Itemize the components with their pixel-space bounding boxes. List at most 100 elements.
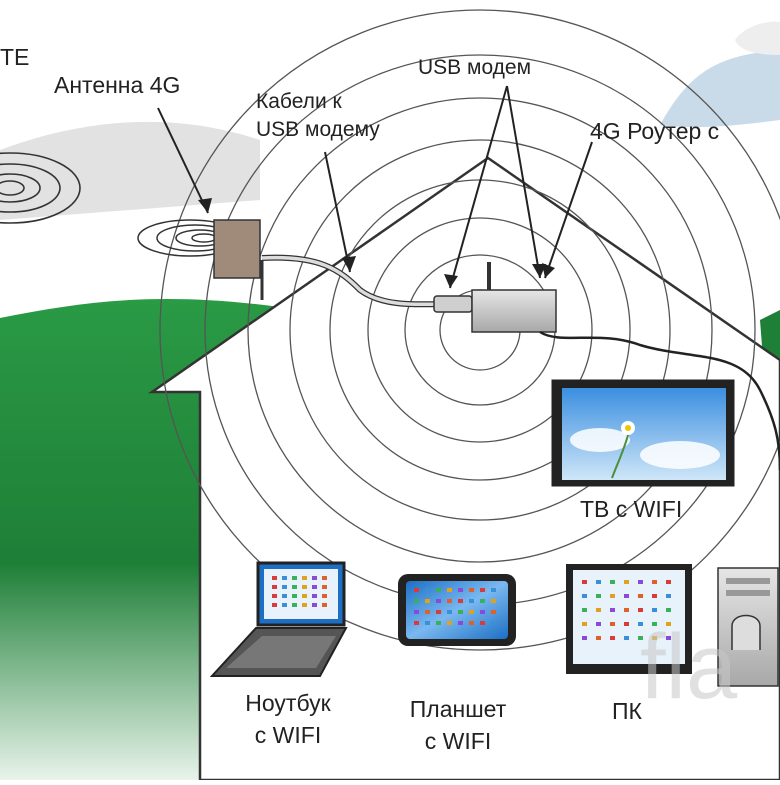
antenna-4g bbox=[137, 219, 264, 300]
usb-modem bbox=[433, 295, 473, 313]
app-icon bbox=[322, 594, 327, 598]
app-icon bbox=[302, 576, 307, 580]
app-icon bbox=[610, 636, 615, 640]
app-icon bbox=[596, 594, 601, 598]
app-icon bbox=[652, 580, 657, 584]
leader-lines bbox=[157, 85, 593, 289]
app-icon bbox=[610, 594, 615, 598]
app-icon bbox=[425, 621, 430, 625]
app-icon bbox=[414, 610, 419, 614]
app-icon bbox=[638, 608, 643, 612]
app-icon bbox=[624, 580, 629, 584]
app-icon bbox=[582, 636, 587, 640]
app-icon bbox=[302, 603, 307, 607]
app-icon bbox=[624, 608, 629, 612]
app-icon bbox=[436, 610, 441, 614]
app-icon bbox=[610, 608, 615, 612]
app-icon bbox=[624, 636, 629, 640]
app-icon bbox=[425, 610, 430, 614]
app-icon bbox=[292, 585, 297, 589]
app-icon bbox=[582, 580, 587, 584]
tablet-screen-icons bbox=[414, 588, 496, 625]
app-icon bbox=[458, 588, 463, 592]
app-icon bbox=[652, 608, 657, 612]
app-icon bbox=[596, 580, 601, 584]
tablet-label-line2: с WIFI bbox=[424, 728, 492, 754]
app-icon bbox=[491, 621, 496, 625]
app-icon bbox=[638, 636, 643, 640]
app-icon bbox=[282, 594, 287, 598]
app-icon bbox=[272, 603, 277, 607]
app-icon bbox=[582, 622, 587, 626]
gray-hill bbox=[0, 121, 260, 220]
app-icon bbox=[610, 580, 615, 584]
app-icon bbox=[447, 588, 452, 592]
app-icon bbox=[425, 588, 430, 592]
app-icon bbox=[666, 594, 671, 598]
app-icon bbox=[596, 608, 601, 612]
pc-screen-icons bbox=[582, 580, 671, 640]
app-icon bbox=[491, 588, 496, 592]
antenna-label: Антенна 4G bbox=[54, 72, 181, 98]
app-icon bbox=[469, 610, 474, 614]
app-icon bbox=[322, 603, 327, 607]
cables-label-line2: USB модему bbox=[256, 118, 380, 141]
app-icon bbox=[610, 622, 615, 626]
app-icon bbox=[302, 585, 307, 589]
app-icon bbox=[312, 594, 317, 598]
app-icon bbox=[302, 594, 307, 598]
laptop-label-line1: Ноутбук bbox=[245, 690, 331, 716]
antenna-panel bbox=[213, 219, 261, 279]
app-icon bbox=[582, 608, 587, 612]
app-icon bbox=[322, 576, 327, 580]
app-icon bbox=[491, 610, 496, 614]
app-icon bbox=[292, 603, 297, 607]
app-icon bbox=[480, 588, 485, 592]
laptop-screen-icons bbox=[272, 576, 327, 607]
router-4g bbox=[471, 262, 557, 333]
cables-label-line1: Кабели к bbox=[256, 90, 342, 113]
mountain bbox=[660, 50, 780, 128]
tablet-label-line1: Планшет bbox=[409, 696, 507, 722]
app-icon bbox=[582, 594, 587, 598]
app-icon bbox=[425, 599, 430, 603]
app-icon bbox=[469, 621, 474, 625]
app-icon bbox=[480, 621, 485, 625]
app-icon bbox=[666, 580, 671, 584]
pc-label: ПК bbox=[612, 698, 642, 724]
pc-tower bbox=[717, 567, 779, 687]
router-label: 4G Роутер с bbox=[590, 118, 720, 144]
lte-tower-signal bbox=[0, 152, 81, 224]
usb-modem-label: USB модем bbox=[418, 56, 532, 79]
app-icon bbox=[652, 594, 657, 598]
app-icon bbox=[414, 588, 419, 592]
app-icon bbox=[480, 599, 485, 603]
app-icon bbox=[638, 580, 643, 584]
app-icon bbox=[436, 588, 441, 592]
app-icon bbox=[458, 610, 463, 614]
app-icon bbox=[447, 599, 452, 603]
app-icon bbox=[292, 594, 297, 598]
app-icon bbox=[638, 594, 643, 598]
app-icon bbox=[282, 576, 287, 580]
mountain-cap bbox=[735, 21, 780, 55]
router-cable bbox=[539, 330, 780, 471]
app-icon bbox=[322, 585, 327, 589]
app-icon bbox=[666, 622, 671, 626]
app-icon bbox=[596, 622, 601, 626]
app-icon bbox=[447, 621, 452, 625]
app-icon bbox=[312, 576, 317, 580]
app-icon bbox=[624, 622, 629, 626]
app-icon bbox=[272, 576, 277, 580]
app-icon bbox=[414, 621, 419, 625]
app-icon bbox=[596, 636, 601, 640]
app-icon bbox=[469, 588, 474, 592]
tv bbox=[551, 379, 735, 487]
app-icon bbox=[624, 594, 629, 598]
app-icon bbox=[458, 621, 463, 625]
app-icon bbox=[666, 608, 671, 612]
app-icon bbox=[447, 610, 452, 614]
app-icon bbox=[652, 636, 657, 640]
